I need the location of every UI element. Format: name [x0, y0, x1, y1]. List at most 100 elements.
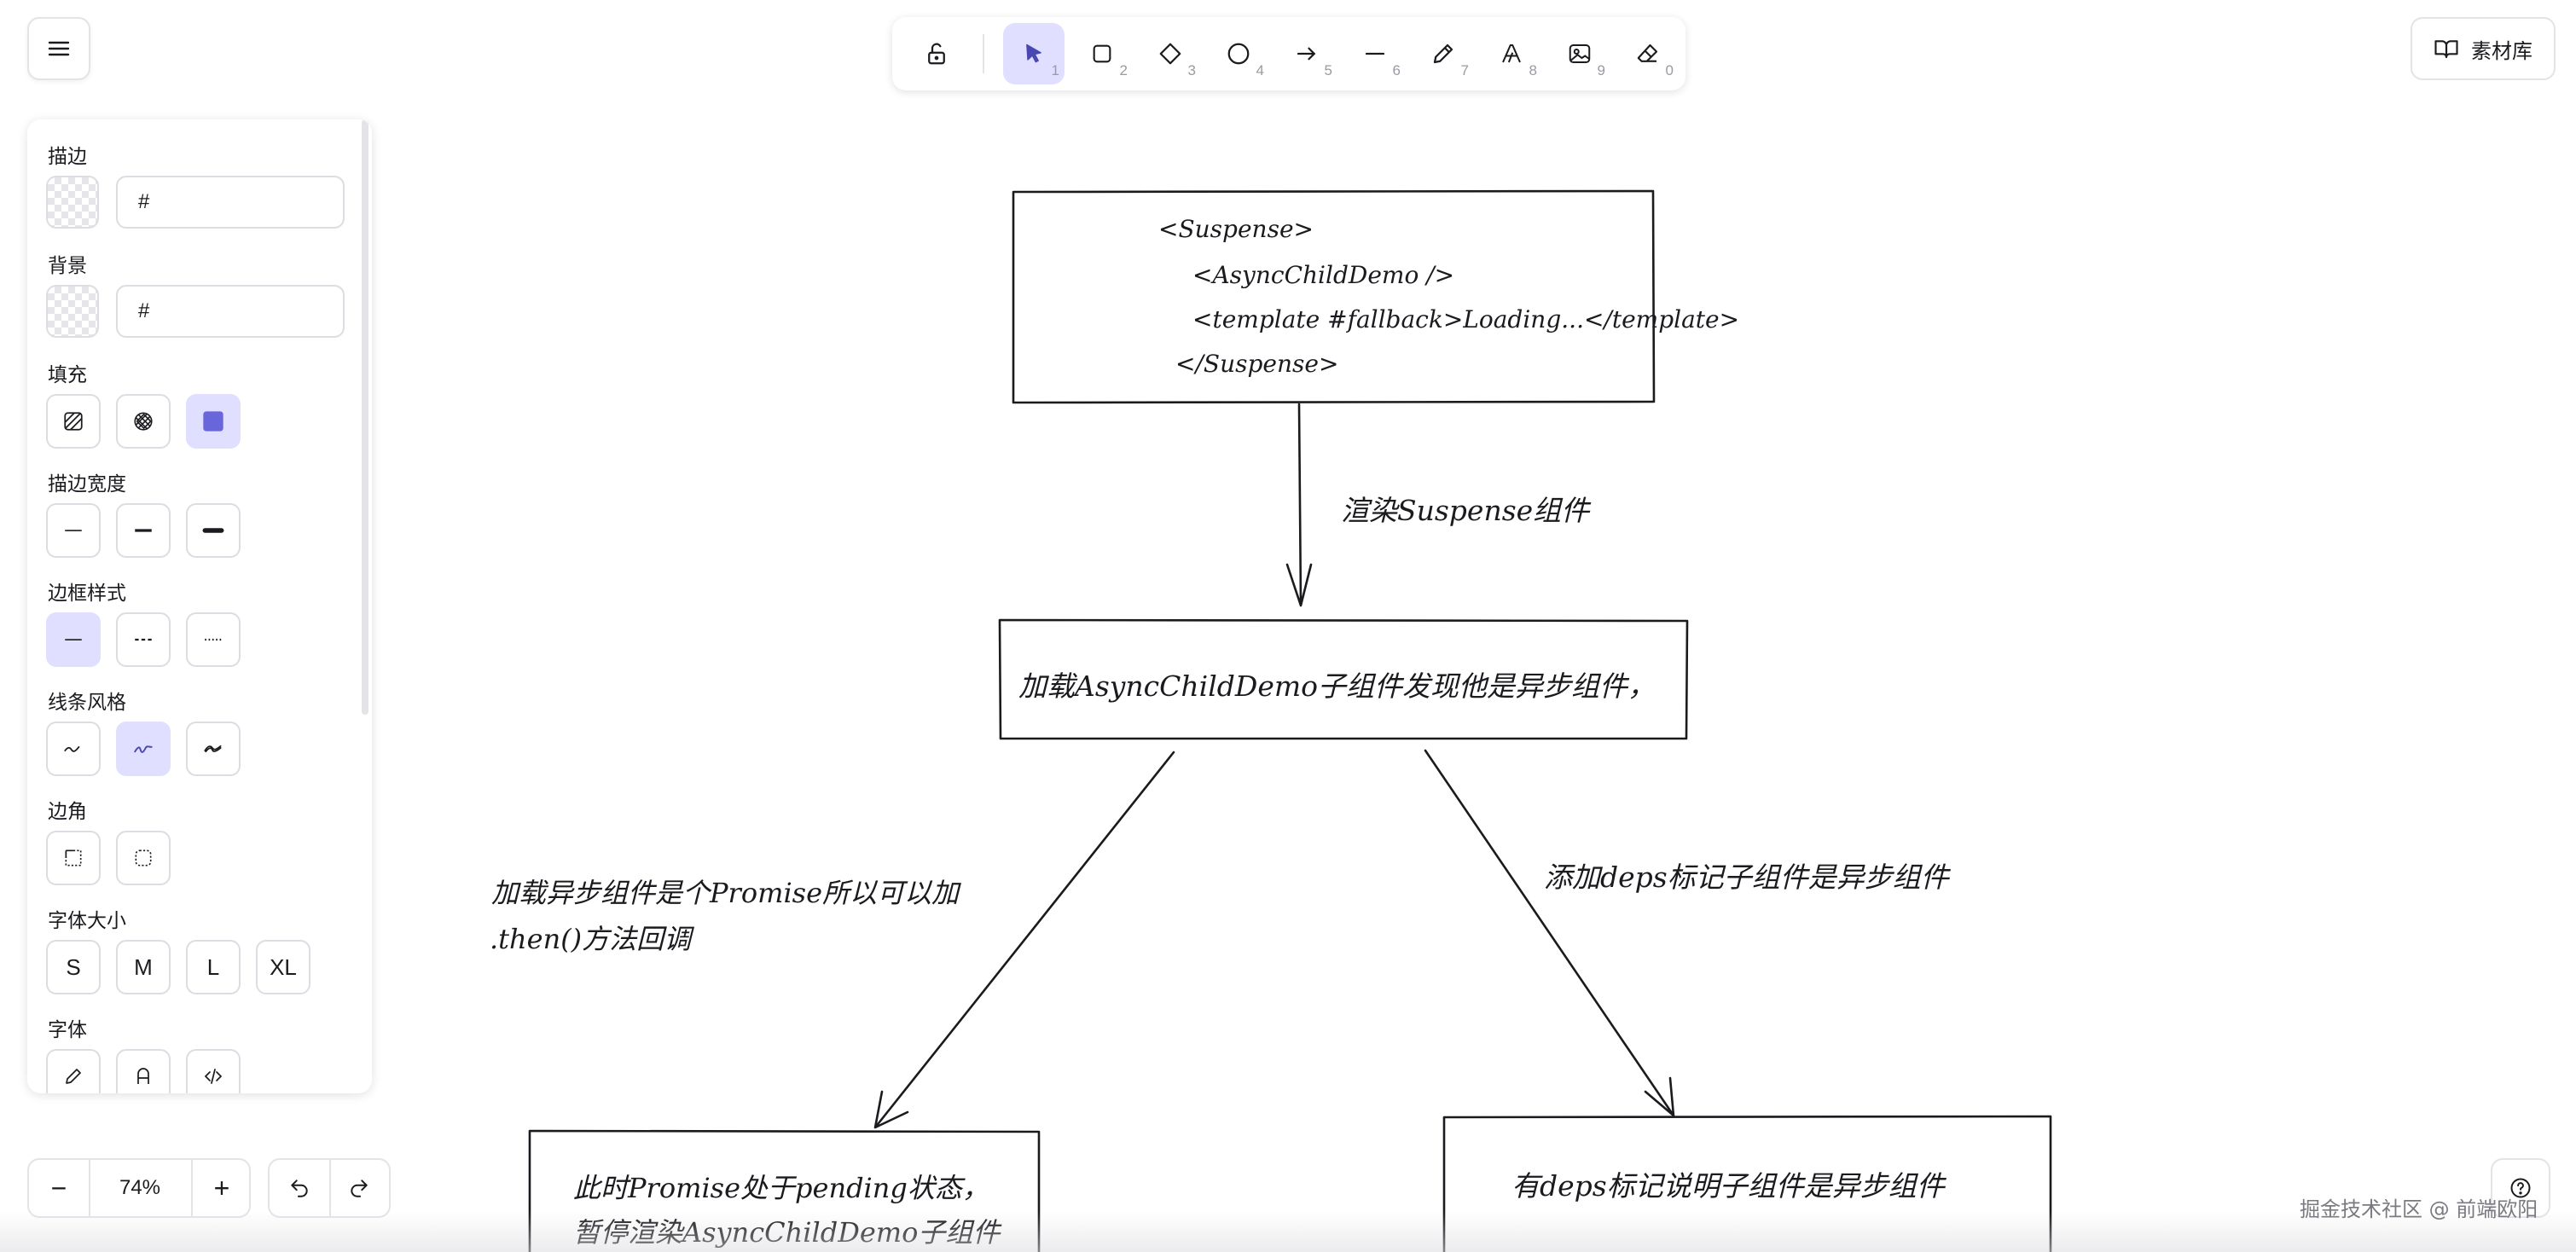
tool-selection[interactable]: 1	[1003, 23, 1065, 84]
tool-diamond[interactable]: 3	[1140, 23, 1201, 84]
line-icon	[1365, 52, 1385, 55]
background-color-swatch[interactable]	[46, 285, 99, 338]
redo-button[interactable]	[329, 1160, 389, 1216]
fill-hachure-button[interactable]	[46, 394, 101, 449]
properties-panel: 描边 # 背景 # 填充 描边宽度 边框样式 线条风格 边角	[27, 119, 372, 1093]
background-label: 背景	[48, 255, 87, 277]
text-icon	[1502, 44, 1521, 63]
stroke-style-dashed-button[interactable]	[116, 612, 171, 667]
toolbar: 1 2 3 4 5 6 7 8 9 0	[892, 17, 1685, 90]
image-icon	[1569, 44, 1591, 63]
tool-pencil[interactable]: 7	[1413, 23, 1474, 84]
tool-image[interactable]: 9	[1549, 23, 1610, 84]
box3-line2[interactable]: 暂停渲染AsyncChildDemo子组件	[573, 1216, 1001, 1249]
box2-text[interactable]: 加载AsyncChildDemo子组件发现他是异步组件，	[1018, 669, 1656, 703]
dotted-line-icon	[205, 638, 222, 641]
book-icon	[2434, 40, 2458, 59]
edges-sharp-button[interactable]	[46, 831, 101, 885]
tool-rectangle[interactable]: 2	[1071, 23, 1133, 84]
stroke-width-extra-bold-button[interactable]	[186, 503, 241, 558]
stroke-width-bold-button[interactable]	[116, 503, 171, 558]
font-size-xl-button[interactable]: XL	[256, 940, 310, 994]
sloppiness-artist-button[interactable]	[116, 722, 171, 776]
normal-font-icon	[137, 1068, 149, 1084]
tool-lock[interactable]	[906, 23, 967, 84]
font-code-button[interactable]	[186, 1049, 241, 1093]
sloppiness-cartoonist-button[interactable]	[186, 722, 241, 776]
edges-round-button[interactable]	[116, 831, 171, 885]
thin-line-icon	[65, 530, 82, 531]
sloppiness-label: 线条风格	[48, 692, 126, 714]
solid-fill-icon	[203, 411, 223, 432]
ellipse-icon	[1227, 43, 1250, 65]
stroke-width-thin-button[interactable]	[46, 503, 101, 558]
code-line-3[interactable]: <template #fallback>Loading...</template…	[1192, 305, 1740, 333]
fill-crosshatch-button[interactable]	[116, 394, 171, 449]
solid-line-icon	[65, 639, 82, 640]
font-size-m-button[interactable]: M	[116, 940, 171, 994]
pencil-icon	[1433, 43, 1453, 64]
arrow-icon	[1297, 47, 1316, 61]
zoom-in-button[interactable]: +	[191, 1160, 251, 1216]
stroke-style-solid-button[interactable]	[46, 612, 101, 667]
tool-eraser[interactable]: 0	[1617, 23, 1679, 84]
font-size-l-button[interactable]: L	[186, 940, 241, 994]
cartoonist-line-icon	[204, 745, 222, 753]
font-normal-button[interactable]	[116, 1049, 171, 1093]
right-label[interactable]: 添加deps标记子组件是异步组件	[1544, 861, 1949, 894]
undo-button[interactable]	[270, 1160, 331, 1216]
tool-shortcut: 3	[1187, 62, 1196, 78]
tool-ellipse[interactable]: 4	[1208, 23, 1269, 84]
zoom-out-button[interactable]: −	[29, 1160, 90, 1216]
code-line-4[interactable]: </Suspense>	[1175, 350, 1339, 378]
arrow-render-suspense[interactable]	[1285, 403, 1313, 607]
code-line-1[interactable]: <Suspense>	[1158, 215, 1314, 243]
lock-icon	[928, 43, 945, 65]
rectangle-icon	[1093, 44, 1111, 63]
box3-line1[interactable]: 此时Promise处于pending状态，	[573, 1172, 989, 1204]
hamburger-icon	[48, 41, 70, 56]
selection-icon	[1026, 43, 1041, 63]
zoom-controls: − 74% +	[27, 1158, 251, 1218]
dashed-line-icon	[135, 638, 152, 641]
stroke-color-swatch[interactable]	[46, 176, 99, 229]
left-label-line2[interactable]: .then()方法回调	[490, 923, 692, 955]
sloppiness-architect-button[interactable]	[46, 722, 101, 776]
zoom-level[interactable]: 74%	[119, 1176, 161, 1199]
arrow-promise-branch[interactable]	[873, 751, 1175, 1129]
arrow-deps-branch[interactable]	[1424, 749, 1675, 1117]
fill-solid-button[interactable]	[186, 394, 241, 449]
stroke-hex-input[interactable]: #	[116, 176, 345, 229]
stroke-style-dotted-button[interactable]	[186, 612, 241, 667]
tool-shortcut: 5	[1324, 62, 1332, 78]
tool-shortcut: 8	[1529, 62, 1537, 78]
architect-line-icon	[64, 745, 80, 752]
tool-shortcut: 6	[1392, 62, 1401, 78]
code-box[interactable]	[1012, 189, 1656, 404]
library-button[interactable]: 素材库	[2411, 17, 2556, 80]
artist-line-icon	[134, 745, 153, 753]
box4-text[interactable]: 有deps标记说明子组件是异步组件	[1511, 1169, 1945, 1203]
help-button[interactable]	[2491, 1158, 2550, 1218]
font-hand-drawn-button[interactable]	[46, 1049, 101, 1093]
tool-shortcut: 9	[1597, 62, 1605, 78]
font-size-s-button[interactable]: S	[46, 940, 101, 994]
edges-label: 边角	[48, 801, 87, 823]
load-child-box[interactable]	[998, 618, 1689, 740]
font-size-label: 字体大小	[48, 910, 126, 932]
panel-scrollbar[interactable]	[362, 119, 368, 715]
sharp-corner-icon	[65, 849, 82, 867]
pencil-icon	[66, 1069, 81, 1084]
arrow1-label[interactable]: 渲染Suspense组件	[1341, 494, 1590, 527]
undo-icon	[291, 1180, 308, 1197]
stroke-label: 描边	[48, 146, 87, 168]
code-line-2[interactable]: <AsyncChildDemo />	[1192, 261, 1455, 289]
background-hex-input[interactable]: #	[116, 285, 345, 338]
tool-line[interactable]: 6	[1344, 23, 1406, 84]
redo-icon	[351, 1180, 368, 1197]
tool-text[interactable]: 8	[1481, 23, 1542, 84]
left-label-line1[interactable]: 加载异步组件是个Promise所以可以加	[491, 877, 960, 909]
menu-button[interactable]	[27, 17, 90, 80]
tool-arrow[interactable]: 5	[1276, 23, 1337, 84]
